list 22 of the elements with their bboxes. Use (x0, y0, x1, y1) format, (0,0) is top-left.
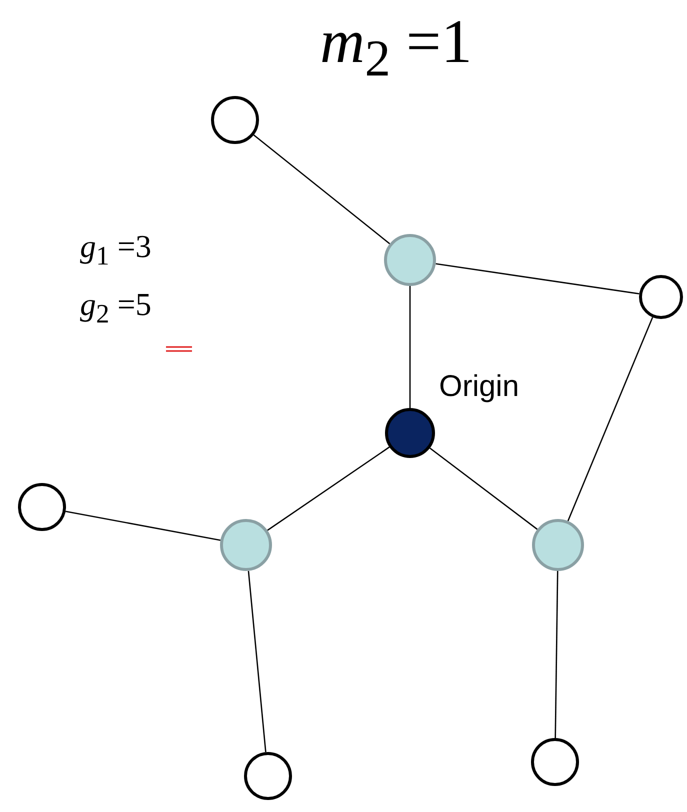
edge-line (65, 510, 221, 541)
graph-node (244, 752, 292, 800)
graph-node (531, 738, 579, 786)
edge-line (253, 134, 390, 244)
edge-line (248, 570, 266, 752)
graph-node (384, 234, 436, 286)
graph-node (211, 96, 259, 144)
formula-label: g$_{2}$ =5 (80, 286, 152, 330)
graph-node (220, 519, 272, 571)
edge-line (436, 263, 640, 294)
origin-node (385, 408, 435, 458)
edge-line (267, 446, 390, 531)
formula-label: g$_{1}$ =3 (80, 228, 152, 272)
graph-node (532, 519, 584, 571)
edge-line (430, 448, 538, 530)
edge-line (409, 286, 411, 408)
graph-node (639, 275, 683, 319)
diagram-title: m$_{2}$ =1 (320, 8, 472, 88)
edge-line (554, 570, 558, 738)
node-label: Origin (439, 370, 520, 404)
graph-node (18, 483, 66, 531)
edge-line (567, 317, 654, 522)
